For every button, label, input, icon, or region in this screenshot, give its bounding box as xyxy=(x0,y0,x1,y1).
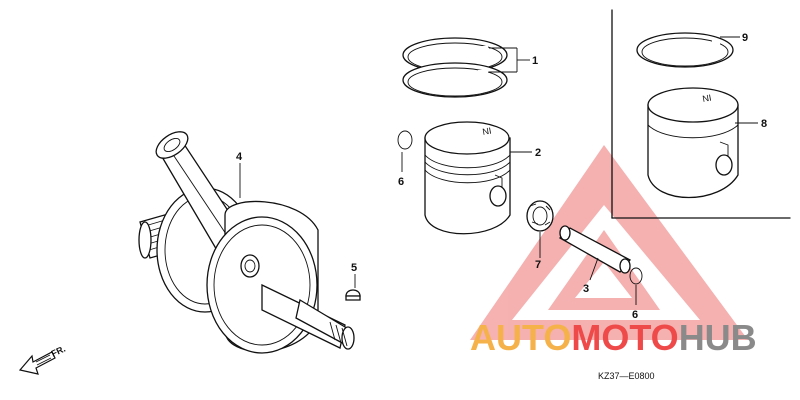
front-direction-arrow-icon: FR. xyxy=(18,344,67,375)
callout-9: 9 xyxy=(742,32,748,44)
callout-4: 4 xyxy=(236,151,243,163)
pin-clip-bottom-drawing xyxy=(629,267,643,285)
diagram-code: KZ37—E0800 xyxy=(598,371,655,381)
woodruff-key-drawing xyxy=(345,289,361,301)
callout-6-top: 6 xyxy=(398,176,404,188)
watermark-triangle-logo xyxy=(470,145,748,340)
leader-lines xyxy=(239,36,758,305)
watermark-part-hub: HUB xyxy=(679,317,757,358)
callout-3: 3 xyxy=(583,283,589,295)
alt-piston-drawing: NI xyxy=(647,87,739,199)
callout-2: 2 xyxy=(535,147,541,159)
alt-piston-ring-drawing xyxy=(636,32,734,68)
callout-8: 8 xyxy=(761,118,767,130)
crankshaft-drawing xyxy=(138,131,355,354)
callout-5: 5 xyxy=(351,262,357,274)
alt-parts-inset-box xyxy=(611,9,791,219)
callout-6-bottom: 6 xyxy=(632,309,638,321)
piston-drawing: NI xyxy=(424,121,511,235)
pin-clip-top-drawing xyxy=(397,130,413,150)
callout-1: 1 xyxy=(532,55,538,67)
piston-rings-drawing xyxy=(402,37,508,98)
watermark-part-moto: MOTO xyxy=(571,317,678,358)
front-arrow-label: FR. xyxy=(50,344,67,359)
svg-text:NI: NI xyxy=(482,126,493,137)
svg-text:NI: NI xyxy=(702,93,713,104)
watermark-text: AUTOMOTOHUB xyxy=(470,317,757,358)
svg-text:AUTOMOTOHUB: AUTOMOTOHUB xyxy=(470,317,757,358)
piston-pin-drawing xyxy=(558,225,632,274)
watermark-part-auto: AUTO xyxy=(470,317,571,358)
callout-7: 7 xyxy=(535,259,541,271)
needle-bearing-drawing xyxy=(526,200,554,232)
